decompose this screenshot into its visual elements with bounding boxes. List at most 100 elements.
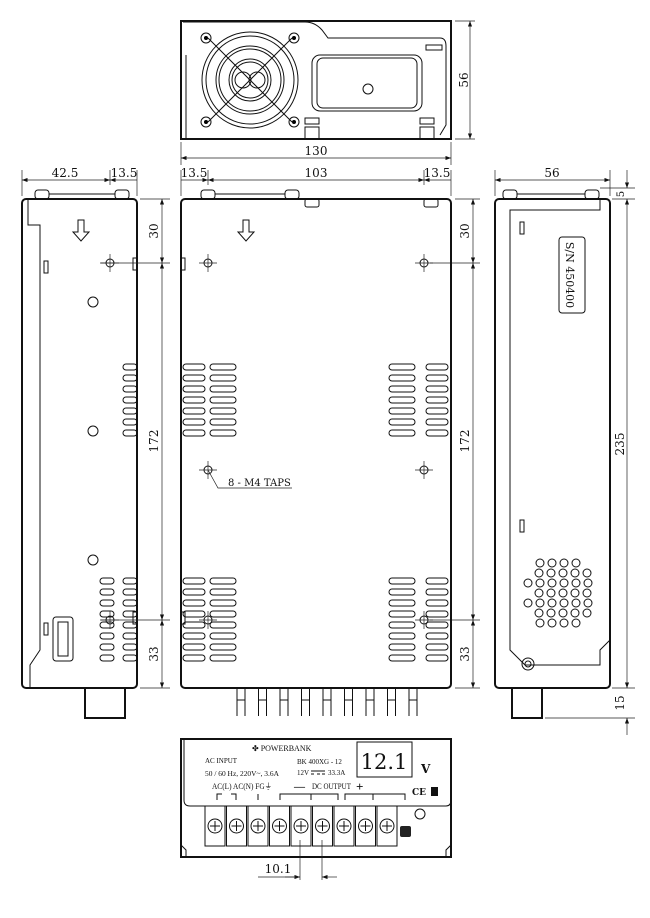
terminal-screw-slot xyxy=(274,821,285,831)
vent-slot xyxy=(388,599,416,607)
vent-slot xyxy=(388,610,416,618)
svg-text:12V: 12V xyxy=(297,769,309,777)
dim-terminal-pitch: 10.1 xyxy=(265,862,292,876)
terminal-screw-slot xyxy=(231,821,242,831)
terminal xyxy=(376,805,398,847)
arrow-down-icon xyxy=(236,219,256,242)
vent-slot xyxy=(209,418,237,426)
vent-slot xyxy=(425,363,449,371)
terminal-pin xyxy=(258,688,267,716)
vent-hole xyxy=(570,568,580,578)
top-view: 56 130 xyxy=(180,20,475,165)
vent-slot xyxy=(425,418,449,426)
dim-overall-width: 130 xyxy=(305,144,328,158)
vent-hole xyxy=(535,618,545,628)
vent-slot xyxy=(99,588,115,596)
vent-slot xyxy=(122,588,138,596)
vent-slot xyxy=(99,599,115,607)
vent-slot xyxy=(122,654,138,662)
vent-hole xyxy=(583,598,593,608)
vent-slot xyxy=(99,643,115,651)
vent-hole xyxy=(571,578,581,588)
svg-text:30: 30 xyxy=(458,223,472,238)
vent-slot xyxy=(209,363,237,371)
vent-hole xyxy=(535,578,545,588)
vent-slot xyxy=(425,621,449,629)
vent-hole xyxy=(546,568,556,578)
vent-slot xyxy=(122,418,138,426)
svg-text:172: 172 xyxy=(147,430,161,453)
vent-hole xyxy=(570,588,580,598)
vent-slot xyxy=(425,429,449,437)
terminal-screw-slot xyxy=(253,821,263,831)
vent-hole xyxy=(583,578,593,588)
terminal-pin xyxy=(322,688,332,716)
terminal xyxy=(226,805,247,847)
vent-slot xyxy=(425,654,449,662)
terminal-block xyxy=(204,805,398,847)
vent-hole xyxy=(582,588,592,598)
svg-text:—: — xyxy=(293,781,306,793)
vent-hole xyxy=(534,608,544,618)
adjust-potentiometer xyxy=(400,826,411,837)
vent-slot xyxy=(182,577,206,585)
vent-slot xyxy=(182,396,206,404)
vent-slot xyxy=(388,418,416,426)
vent-slot xyxy=(122,374,138,382)
vent-hole xyxy=(582,568,592,578)
svg-text:+: + xyxy=(356,779,363,794)
right-side-view: S/N 450400 56 5 235 15 xyxy=(494,166,635,735)
vent-slot xyxy=(122,632,138,640)
svg-text:172: 172 xyxy=(458,430,472,453)
vent-slot xyxy=(209,385,237,393)
vent-slot xyxy=(99,632,115,640)
svg-text:5: 5 xyxy=(616,191,627,197)
terminal-pin xyxy=(408,688,418,716)
svg-text:15: 15 xyxy=(613,695,627,710)
vent-hole xyxy=(571,558,581,568)
vent-slot xyxy=(209,577,237,585)
vent-slot xyxy=(209,407,237,415)
vent-slot xyxy=(425,643,449,651)
svg-text:33.3A: 33.3A xyxy=(328,769,345,777)
vent-hole xyxy=(523,578,533,588)
terminal-screw-icon xyxy=(358,818,373,834)
vent-hole xyxy=(559,618,569,628)
svg-text:33: 33 xyxy=(147,646,161,661)
terminal-screw-icon xyxy=(207,818,223,834)
terminal-pin xyxy=(344,688,353,716)
svg-text:DC OUTPUT: DC OUTPUT xyxy=(312,782,351,791)
vent-slot xyxy=(122,599,138,607)
vent-slot xyxy=(388,385,416,393)
vent-slot xyxy=(182,621,206,629)
vent-slot xyxy=(388,588,416,596)
tap-vertical-dimensions: 30 172 33 30 172 33 xyxy=(100,198,480,689)
svg-text:V: V xyxy=(420,762,431,776)
certification-mark xyxy=(431,787,438,796)
vent-slot xyxy=(209,396,237,404)
vent-slot xyxy=(182,407,206,415)
vent-slot xyxy=(388,632,416,640)
serial-label-box xyxy=(558,236,586,314)
screw-icons xyxy=(87,296,99,566)
svg-text:AC(L) AC(N) FG⏚: AC(L) AC(N) FG⏚ xyxy=(212,782,272,791)
vent-hole xyxy=(523,598,533,608)
vent-hole xyxy=(558,608,568,618)
terminal-pin xyxy=(301,688,310,716)
vent-slot xyxy=(122,385,138,393)
terminal-screw-icon xyxy=(293,818,309,834)
fan-icon xyxy=(200,31,300,129)
svg-text:235: 235 xyxy=(613,433,627,456)
terminal-pin xyxy=(279,688,289,716)
vent-hole xyxy=(534,568,544,578)
vent-slot xyxy=(209,621,237,629)
vent-slot xyxy=(425,632,449,640)
terminal xyxy=(247,805,269,847)
vent-slot xyxy=(425,577,449,585)
vent-hole xyxy=(571,598,581,608)
vent-slot xyxy=(209,599,237,607)
voltage-display xyxy=(356,741,413,778)
terminal-pin xyxy=(387,688,396,716)
vent-slot xyxy=(388,407,416,415)
vent-slot xyxy=(425,588,449,596)
